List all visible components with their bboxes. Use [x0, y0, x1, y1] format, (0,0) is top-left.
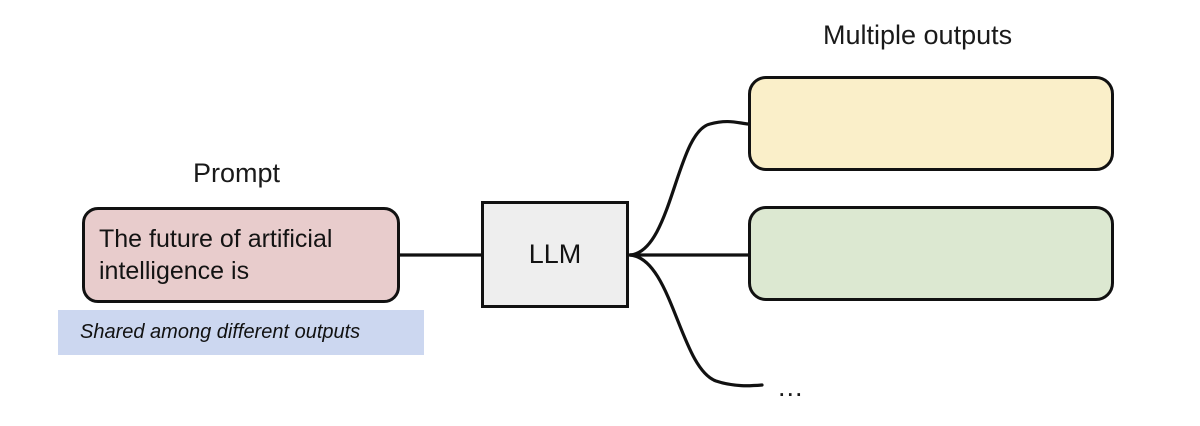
multiple-outputs-title-label: Multiple outputs: [823, 20, 1013, 50]
edge-llm-to-ellipsis: [628, 253, 764, 388]
prompt-box-text: The future of artificial intelligence is: [99, 225, 333, 285]
output-box-2: [748, 206, 1114, 301]
edge-llm-to-output-1: [628, 119, 750, 257]
llm-box-label: LLM: [528, 239, 582, 269]
output-box-1: [748, 76, 1114, 171]
prompt-box: The future of artificial intelligence is: [82, 207, 400, 303]
ellipsis-more-outputs: ...: [778, 372, 804, 402]
prompt-title-label: Prompt: [193, 158, 281, 188]
llm-box: LLM: [481, 201, 629, 308]
shared-among-outputs-note: Shared among different outputs: [58, 310, 424, 355]
shared-among-outputs-note-text: Shared among different outputs: [80, 321, 361, 343]
